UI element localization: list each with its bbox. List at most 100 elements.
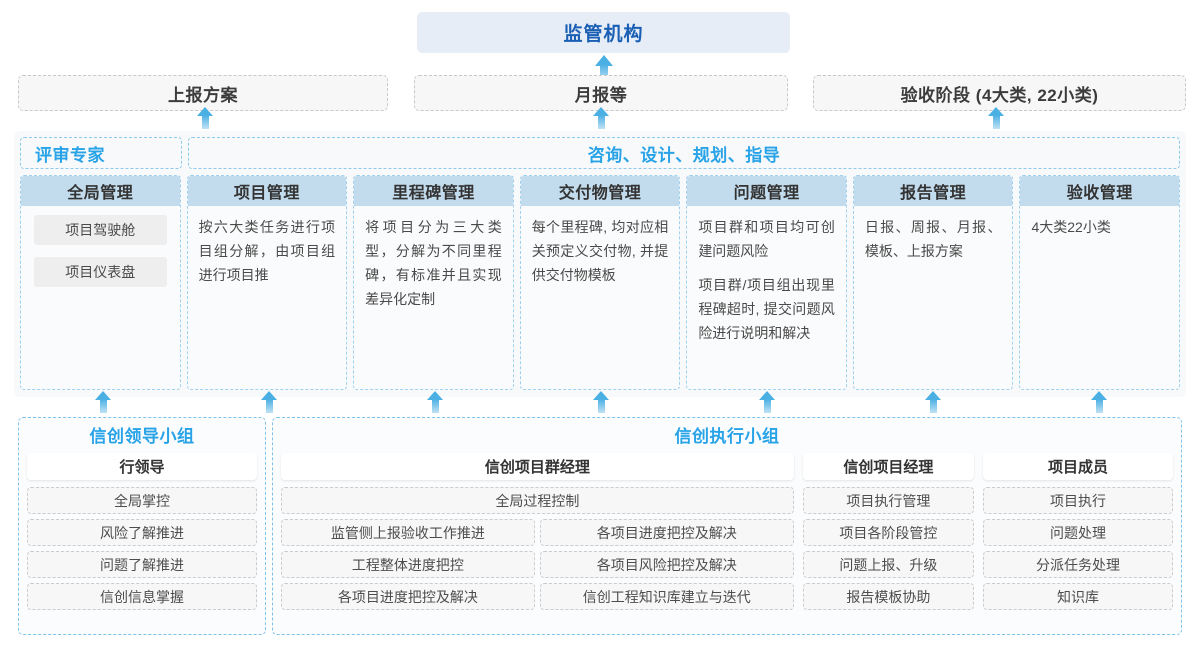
arrow-up-module-4 — [593, 391, 609, 413]
module-milestone-management[interactable]: 里程碑管理 将项目分为三大类型，分解为不同里程碑，有标准并且实现差异化定制 — [353, 175, 514, 390]
task-cell[interactable]: 全局掌控 — [27, 487, 257, 514]
task-cell[interactable]: 项目执行 — [982, 487, 1173, 514]
role-head-bank-leader[interactable]: 行领导 — [27, 453, 257, 480]
arrow-shaft — [992, 115, 1000, 129]
task-cell-full-row[interactable]: 全局过程控制 — [281, 487, 794, 514]
role-head-project-member[interactable]: 项目成员 — [982, 453, 1173, 480]
module-body: 项目群和项目均可创建问题风险 项目群/项目组出现里程碑超时, 提交问题风险进行说… — [687, 206, 846, 351]
arrow-shaft — [99, 399, 107, 413]
pill-item[interactable]: 项目仪表盘 — [34, 257, 167, 287]
arrow-head — [197, 107, 213, 116]
role-head-project-manager[interactable]: 信创项目经理 — [802, 453, 974, 480]
report-box-plan: 上报方案 — [18, 75, 388, 111]
arrow-up-module-5 — [759, 391, 775, 413]
module-paragraph: 4大类22小类 — [1031, 219, 1111, 235]
arrow-shaft — [597, 399, 605, 413]
module-paragraph: 项目群和项目均可创建问题风险 — [698, 219, 835, 260]
arrow-shaft — [431, 399, 439, 413]
module-issue-management[interactable]: 问题管理 项目群和项目均可创建问题风险 项目群/项目组出现里程碑超时, 提交问题… — [686, 175, 847, 390]
task-cell[interactable]: 监管侧上报验收工作推进 — [281, 519, 535, 546]
arrow-shaft — [600, 64, 608, 81]
task-cell[interactable]: 报告模板协助 — [802, 583, 974, 610]
module-project-management[interactable]: 项目管理 按六大类任务进行项目组分解，由项目组进行项目推 — [186, 175, 348, 390]
module-title: 项目管理 — [187, 176, 347, 206]
module-body: 每个里程碑, 均对应相关预定义交付物, 并提供交付物模板 — [521, 206, 680, 293]
module-body: 项目驾驶舱 项目仪表盘 — [21, 206, 180, 305]
task-cell[interactable]: 风险了解推进 — [27, 519, 257, 546]
task-cell[interactable]: 项目各阶段管控 — [802, 519, 974, 546]
module-report-management[interactable]: 报告管理 日报、周报、月报、模板、上报方案 — [852, 175, 1014, 390]
execution-column-project-manager: 信创项目经理 项目执行管理 项目各阶段管控 问题上报、升级 报告模板协助 — [802, 453, 974, 610]
task-cell[interactable]: 信创工程知识库建立与迭代 — [539, 583, 794, 610]
teams-row: 信创领导小组 行领导 全局掌控 风险了解推进 问题了解推进 信创信息掌握 信创执… — [14, 417, 1186, 635]
module-body: 日报、周报、月报、模板、上报方案 — [854, 206, 1013, 269]
pill-item[interactable]: 项目驾驶舱 — [34, 215, 167, 245]
report-plan-label: 上报方案 — [168, 85, 238, 105]
program-manager-task-grid: 监管侧上报验收工作推进 各项目进度把控及解决 工程整体进度把控 各项目风险把控及… — [281, 519, 794, 610]
project-member-task-list: 项目执行 问题处理 分派任务处理 知识库 — [982, 487, 1173, 610]
team-group-execution-title: 信创执行小组 — [674, 427, 780, 446]
module-title: 验收管理 — [1020, 176, 1180, 206]
arrow-head — [593, 391, 609, 400]
arrow-up-module-3 — [427, 391, 443, 413]
arrow-to-report-acceptance — [988, 107, 1004, 129]
module-paragraph: 按六大类任务进行项目组分解，由项目组进行项目推 — [198, 219, 336, 284]
arrow-head — [925, 391, 941, 400]
module-title: 里程碑管理 — [354, 176, 513, 206]
arrow-head — [261, 391, 277, 400]
task-cell[interactable]: 各项目风险把控及解决 — [539, 551, 794, 578]
task-cell[interactable]: 各项目进度把控及解决 — [539, 519, 794, 546]
task-cell[interactable]: 分派任务处理 — [982, 551, 1173, 578]
arrow-head — [593, 107, 609, 116]
regulator-box: 监管机构 — [417, 12, 790, 53]
role-band-consulting-label: 咨询、设计、规划、指导 — [587, 145, 781, 165]
module-deliverable-management[interactable]: 交付物管理 每个里程碑, 均对应相关预定义交付物, 并提供交付物模板 — [519, 175, 681, 390]
arrow-to-report-plan — [197, 107, 213, 129]
module-body: 4大类22小类 — [1020, 206, 1179, 245]
report-box-acceptance: 验收阶段 (4大类, 22小类) — [813, 75, 1186, 111]
arrow-up-module-7 — [1091, 391, 1107, 413]
task-cell[interactable]: 信创信息掌握 — [27, 583, 257, 610]
module-global-management[interactable]: 全局管理 项目驾驶舱 项目仪表盘 — [20, 175, 181, 390]
project-manager-task-list: 项目执行管理 项目各阶段管控 问题上报、升级 报告模板协助 — [802, 487, 974, 610]
role-band-row: 评审专家 咨询、设计、规划、指导 — [20, 137, 1180, 169]
role-band-reviewer: 评审专家 — [20, 137, 182, 169]
arrow-head — [988, 107, 1004, 116]
task-cell[interactable]: 知识库 — [982, 583, 1173, 610]
arrow-to-report-monthly — [593, 107, 609, 129]
report-box-monthly: 月报等 — [414, 75, 788, 111]
module-paragraph: 将项目分为三大类型，分解为不同里程碑，有标准并且实现差异化定制 — [365, 219, 502, 308]
role-band-reviewer-label: 评审专家 — [35, 145, 105, 165]
module-paragraph: 每个里程碑, 均对应相关预定义交付物, 并提供交付物模板 — [531, 219, 669, 284]
leadership-task-list: 全局掌控 风险了解推进 问题了解推进 信创信息掌握 — [27, 487, 257, 610]
module-title: 交付物管理 — [520, 176, 680, 206]
program-manager-body: 全局过程控制 — [281, 487, 794, 514]
report-accept-label: 验收阶段 (4大类, 22小类) — [900, 85, 1099, 105]
task-cell[interactable]: 工程整体进度把控 — [281, 551, 535, 578]
execution-columns: 信创项目群经理 全局过程控制 监管侧上报验收工作推进 各项目进度把控及解决 工程… — [281, 453, 1173, 610]
module-title: 全局管理 — [21, 176, 180, 206]
team-group-leadership-title: 信创领导小组 — [89, 427, 195, 446]
task-cell[interactable]: 项目执行管理 — [802, 487, 974, 514]
arrow-head — [1091, 391, 1107, 400]
module-row: 全局管理 项目驾驶舱 项目仪表盘 项目管理 按六大类任务进行项目组分解，由项目组… — [20, 175, 1181, 390]
team-group-leadership: 信创领导小组 行领导 全局掌控 风险了解推进 问题了解推进 信创信息掌握 — [18, 417, 266, 635]
role-head-program-manager[interactable]: 信创项目群经理 — [281, 453, 794, 480]
arrow-shaft — [201, 115, 209, 129]
arrow-up-module-1 — [95, 391, 111, 413]
task-cell[interactable]: 问题上报、升级 — [802, 551, 974, 578]
report-month-label: 月报等 — [574, 85, 628, 105]
module-acceptance-management[interactable]: 验收管理 4大类22小类 — [1019, 175, 1181, 390]
task-cell[interactable]: 各项目进度把控及解决 — [281, 583, 535, 610]
module-body: 按六大类任务进行项目组分解，由项目组进行项目推 — [188, 206, 347, 293]
arrow-shaft — [1095, 399, 1103, 413]
execution-column-program-manager: 信创项目群经理 全局过程控制 监管侧上报验收工作推进 各项目进度把控及解决 工程… — [281, 453, 794, 610]
arrow-head — [427, 391, 443, 400]
task-cell[interactable]: 问题了解推进 — [27, 551, 257, 578]
task-cell[interactable]: 问题处理 — [982, 519, 1173, 546]
module-body: 将项目分为三大类型，分解为不同里程碑，有标准并且实现差异化定制 — [354, 206, 513, 317]
regulator-label: 监管机构 — [563, 24, 644, 45]
arrow-to-regulator — [595, 55, 613, 81]
arrow-head — [595, 55, 613, 66]
module-title: 问题管理 — [687, 176, 846, 206]
